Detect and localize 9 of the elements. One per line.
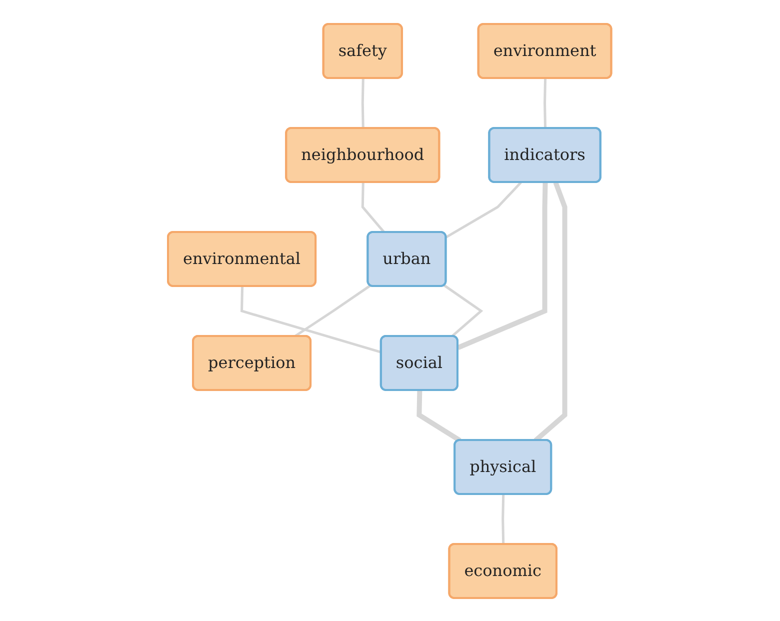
connector <box>544 78 547 128</box>
connector <box>417 390 462 442</box>
connector <box>502 494 505 544</box>
connector <box>240 286 382 353</box>
connector <box>362 182 386 233</box>
connector <box>457 182 548 350</box>
connector <box>294 284 372 338</box>
connector <box>362 78 365 128</box>
connector <box>446 181 522 238</box>
